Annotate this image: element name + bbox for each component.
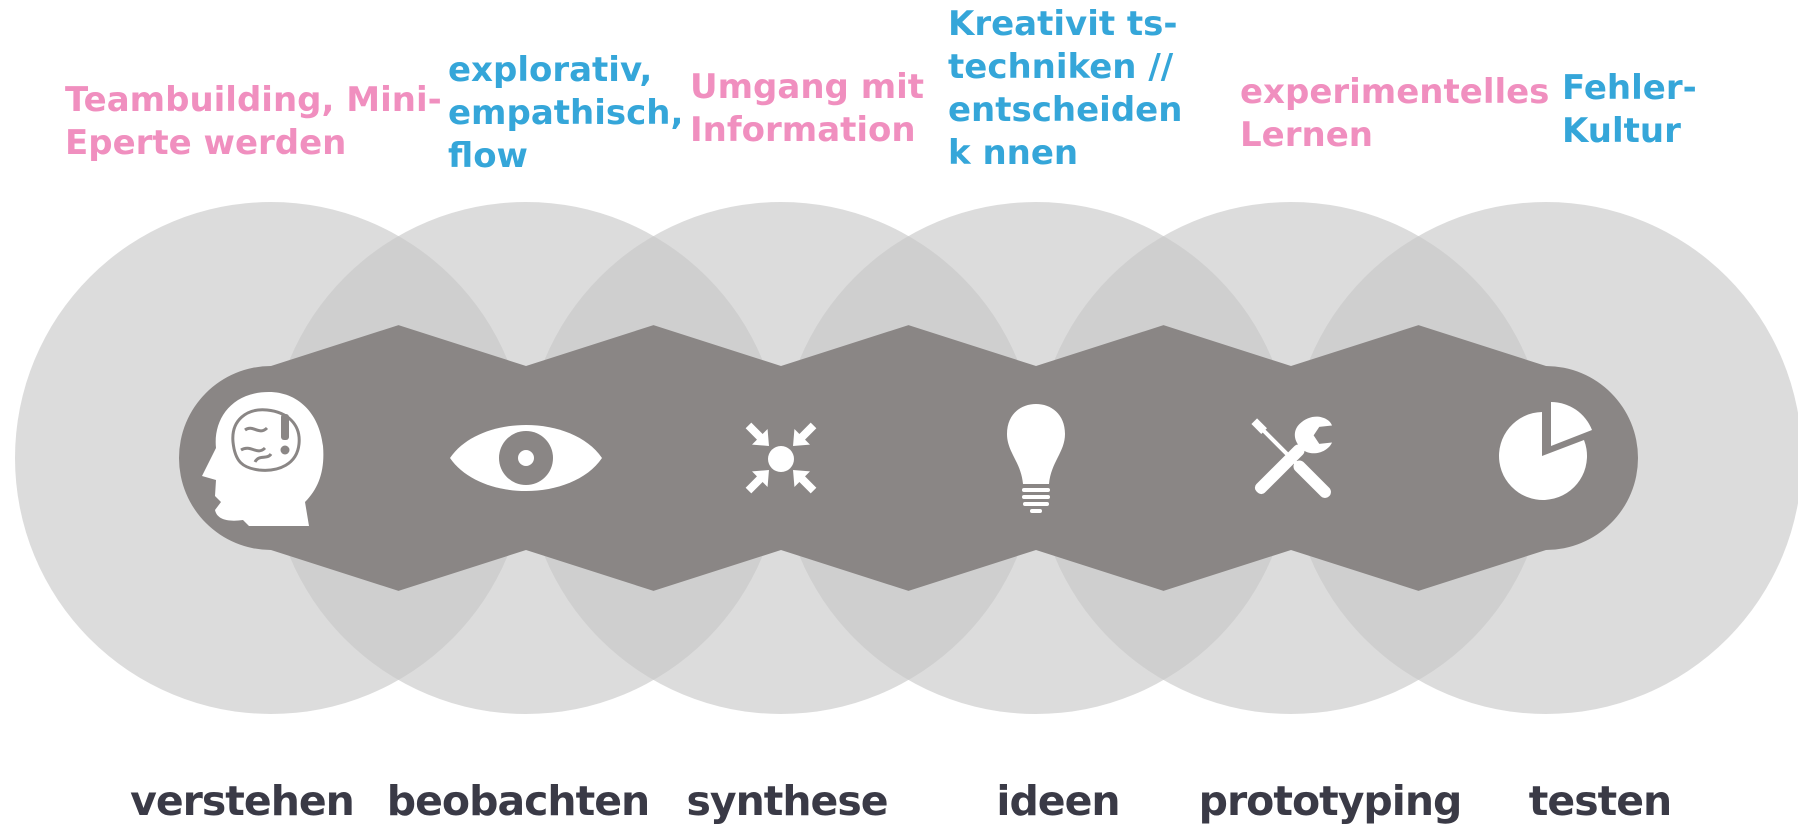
top-label-synthese: Umgang mit Information [690, 66, 924, 152]
top-label-line: Eperte werden [65, 123, 347, 163]
eye-icon [450, 425, 602, 491]
top-label-line: experimentelles [1240, 72, 1550, 112]
top-label-line: k nnen [948, 133, 1079, 173]
top-label-line: Kultur [1562, 111, 1681, 151]
top-label-testen: Fehler- Kultur [1562, 67, 1697, 153]
top-label-line: Umgang mit [690, 67, 925, 107]
icon-band-shape [179, 325, 1638, 591]
top-label-line: empathisch, [448, 93, 684, 133]
top-label-line: Fehler- [1562, 68, 1697, 108]
top-label-line: explorativ, [448, 50, 653, 90]
lightbulb-icon [1007, 404, 1065, 513]
head-idea-icon [202, 392, 324, 526]
pie-chart-icon [1499, 402, 1592, 500]
tools-icon [1251, 416, 1333, 498]
stage-label-synthese: synthese [686, 777, 888, 825]
top-label-prototyping: experimentelles Lernen [1240, 71, 1549, 157]
stage-label-testen: testen [1528, 777, 1672, 825]
stage-label-ideen: ideen [996, 777, 1120, 825]
icon-band [179, 325, 1638, 591]
top-label-line: Teambuilding, Mini- [65, 80, 442, 120]
converge-arrows-icon [745, 422, 817, 494]
stage-label-verstehen: verstehen [130, 777, 355, 825]
top-label-line: entscheiden [948, 90, 1183, 130]
top-label-line: Lernen [1240, 115, 1373, 155]
stage-label-prototyping: prototyping [1198, 777, 1463, 825]
top-label-line: flow [448, 136, 528, 176]
stage-label-beobachten: beobachten [386, 777, 650, 825]
top-label-line: techniken // [948, 47, 1174, 87]
top-label-ideen: Kreativit ts- techniken // entscheiden k… [948, 3, 1182, 175]
top-label-verstehen: Teambuilding, Mini- Eperte werden [65, 79, 442, 165]
stage-icons [202, 392, 1592, 526]
top-label-line: Information [690, 110, 916, 150]
top-label-line: Kreativit ts- [948, 4, 1178, 44]
top-label-beobachten: explorativ, empathisch, flow [448, 49, 683, 178]
